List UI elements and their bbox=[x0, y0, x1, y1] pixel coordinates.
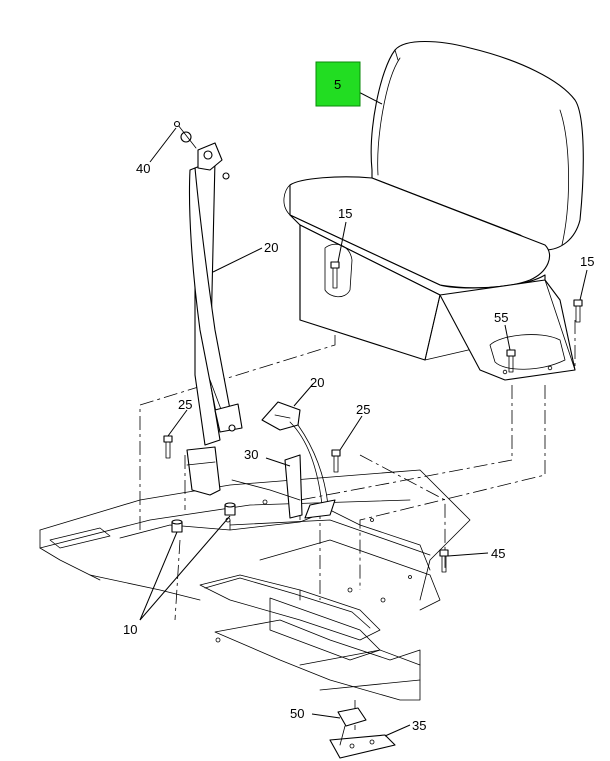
callout-20-shoulder-belt[interactable]: 20 bbox=[264, 240, 278, 255]
callout-40[interactable]: 40 bbox=[136, 161, 150, 176]
callout-5[interactable]: 5 bbox=[315, 61, 361, 107]
shoulder-belt bbox=[173, 120, 243, 496]
callout-30[interactable]: 30 bbox=[244, 447, 258, 462]
seat-belt-buckle bbox=[231, 401, 336, 519]
mounting-bracket bbox=[329, 707, 396, 759]
callout-25-left[interactable]: 25 bbox=[178, 397, 192, 412]
highlight-box bbox=[315, 61, 361, 107]
callout-50[interactable]: 50 bbox=[290, 706, 304, 721]
callout-25-right[interactable]: 25 bbox=[356, 402, 370, 417]
callout-35[interactable]: 35 bbox=[412, 718, 426, 733]
nut-10-a bbox=[171, 519, 183, 533]
callout-10[interactable]: 10 bbox=[123, 622, 137, 637]
bolt-45 bbox=[439, 549, 449, 573]
callout-45[interactable]: 45 bbox=[491, 546, 505, 561]
callout-55[interactable]: 55 bbox=[494, 310, 508, 325]
bolt-15-left bbox=[330, 261, 340, 289]
bench-seat bbox=[283, 40, 584, 381]
callout-20-buckle[interactable]: 20 bbox=[310, 375, 324, 390]
bolt-25-right bbox=[331, 449, 341, 473]
nut-10-b bbox=[224, 502, 236, 516]
floor-pan bbox=[39, 469, 471, 701]
bolt-15-right bbox=[573, 299, 583, 323]
bolt-25-left bbox=[163, 435, 173, 459]
callout-15-seat-box[interactable]: 15 bbox=[338, 206, 352, 221]
callout-5-label: 5 bbox=[334, 77, 341, 92]
bolt-55 bbox=[506, 349, 516, 373]
leader-lines bbox=[139, 85, 588, 737]
callout-15-right-leg[interactable]: 15 bbox=[580, 254, 594, 269]
bolts bbox=[163, 261, 583, 573]
